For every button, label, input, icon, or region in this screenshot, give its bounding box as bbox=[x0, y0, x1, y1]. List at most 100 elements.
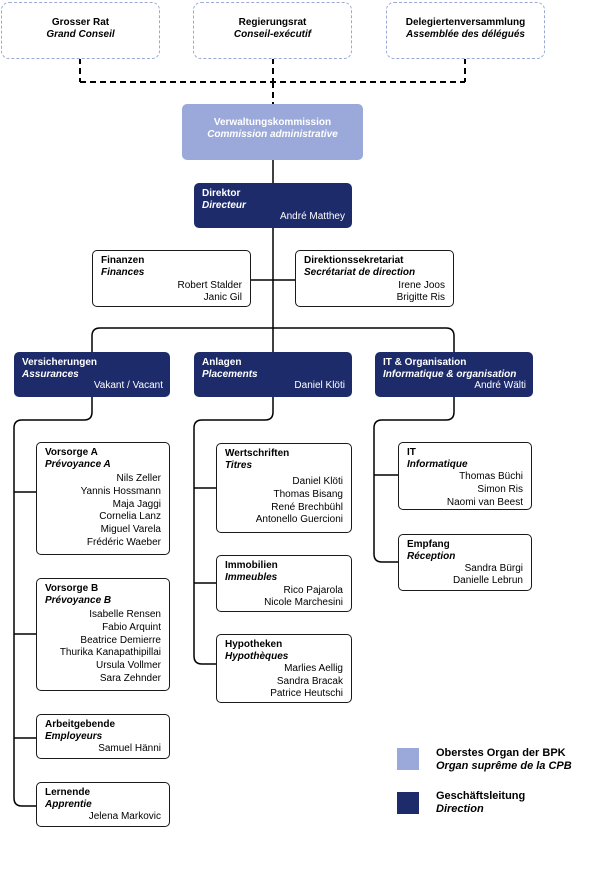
division-subtitle: Assurances bbox=[22, 369, 79, 380]
delegiertenversammlung-subtitle: Assemblée des délégués bbox=[406, 29, 525, 40]
legend-title: Oberstes Organ der BPK bbox=[436, 747, 566, 759]
hypotheken-box: Hypotheken Hypothèques Marlies Aellig Sa… bbox=[216, 634, 352, 703]
division-person: Vakant / Vacant bbox=[93, 380, 163, 391]
arbeitgebende-names: Samuel Hänni bbox=[98, 743, 161, 755]
person-name: Isabelle Rensen bbox=[89, 609, 161, 620]
person-name: Simon Ris bbox=[477, 483, 523, 495]
person-name: Samuel Hänni bbox=[98, 743, 161, 754]
person-name: Janic Gil bbox=[203, 292, 242, 303]
division-subtitle: Informatique & organisation bbox=[383, 369, 517, 380]
person-name: Robert Stalder bbox=[177, 280, 242, 291]
lernende-box: Lernende Apprentie Jelena Markovic bbox=[36, 782, 170, 827]
it-box: IT Informatique Thomas Büchi Simon Ris N… bbox=[398, 442, 532, 510]
commission-box: Verwaltungskommission Commission adminis… bbox=[182, 104, 363, 160]
legend-title: Geschäftsleitung bbox=[436, 790, 526, 802]
finances-subtitle: Finances bbox=[101, 267, 145, 278]
unit-subtitle: Immeubles bbox=[225, 572, 278, 583]
person-name: Nils Zeller bbox=[116, 473, 161, 484]
director-title: Direktor bbox=[202, 188, 241, 199]
unit-subtitle: Employeurs bbox=[45, 731, 103, 742]
regierungsrat-subtitle: Conseil-exécutif bbox=[233, 29, 312, 40]
legend-swatch-dark bbox=[397, 792, 419, 814]
director-person: André Matthey bbox=[279, 211, 345, 222]
unit-title: Immobilien bbox=[225, 560, 278, 571]
grosser-rat-box: Grosser Rat Grand Conseil bbox=[1, 2, 160, 59]
division-title: Versicherungen bbox=[22, 357, 98, 368]
division-title: Anlagen bbox=[202, 357, 242, 368]
secretariat-title: Direktionssekretariat bbox=[304, 255, 404, 266]
unit-title: Arbeitgebende bbox=[45, 719, 116, 730]
commission-subtitle: Commission administrative bbox=[207, 129, 338, 140]
unit-subtitle: Hypothèques bbox=[225, 651, 289, 662]
unit-title: Vorsorge A bbox=[45, 447, 98, 458]
person-name: Patrice Heutschi bbox=[270, 688, 343, 699]
unit-subtitle: Apprentie bbox=[45, 799, 92, 810]
hypotheken-names: Marlies Aellig Sandra Bracak Patrice Heu… bbox=[270, 663, 343, 701]
division-person: Daniel Klöti bbox=[294, 380, 345, 391]
legend-item-oberstes-organ: Oberstes Organ der BPK Organ suprême de … bbox=[436, 747, 572, 773]
vorsorge-a-box: Vorsorge A Prévoyance A Nils Zeller Yann… bbox=[36, 442, 170, 555]
person-name: Thurika Kanapathipillai bbox=[59, 647, 161, 659]
unit-subtitle: Titres bbox=[225, 460, 253, 471]
division-title: IT & Organisation bbox=[383, 357, 467, 368]
person-name: Danielle Lebrun bbox=[452, 575, 523, 586]
secretariat-subtitle: Secrétariat de direction bbox=[304, 267, 416, 278]
person-name: Miguel Varela bbox=[100, 524, 161, 536]
finances-title: Finanzen bbox=[101, 255, 145, 266]
unit-title: Empfang bbox=[407, 539, 450, 550]
person-name: Sara Zehnder bbox=[99, 672, 161, 684]
person-name: René Brechbühl bbox=[271, 501, 343, 513]
legend-subtitle: Direction bbox=[436, 803, 484, 815]
person-name: Thomas Bisang bbox=[273, 488, 343, 500]
commission-title: Verwaltungskommission bbox=[213, 117, 332, 128]
legend-subtitle: Organ suprême de la CPB bbox=[436, 760, 572, 772]
unit-subtitle: Informatique bbox=[407, 459, 468, 470]
it-names: Thomas Büchi Simon Ris Naomi van Beest bbox=[447, 471, 523, 509]
vorsorge-b-box: Vorsorge B Prévoyance B Isabelle Rensen … bbox=[36, 578, 170, 691]
wertschriften-names: Daniel Klöti Thomas Bisang René Brechbüh… bbox=[256, 476, 343, 527]
legend-item-geschaeftsleitung: Geschäftsleitung Direction bbox=[436, 790, 525, 816]
person-name: Antonello Guercioni bbox=[255, 514, 343, 526]
person-name: Naomi van Beest bbox=[446, 496, 523, 508]
person-name: Jelena Markovic bbox=[88, 811, 161, 822]
wertschriften-box: Wertschriften Titres Daniel Klöti Thomas… bbox=[216, 443, 352, 533]
arbeitgebende-box: Arbeitgebende Employeurs Samuel Hänni bbox=[36, 714, 170, 759]
unit-title: Wertschriften bbox=[225, 448, 290, 459]
person-name: Brigitte Ris bbox=[396, 292, 445, 303]
legend-swatch-light bbox=[397, 748, 419, 770]
director-box: Direktor Directeur André Matthey bbox=[194, 183, 352, 228]
person-name: Sandra Bracak bbox=[276, 675, 343, 687]
unit-title: Vorsorge B bbox=[45, 583, 99, 594]
vorsorge-b-names: Isabelle Rensen Fabio Arquint Beatrice D… bbox=[60, 609, 161, 686]
person-name: Yannis Hossmann bbox=[80, 485, 161, 497]
grosser-rat-subtitle: Grand Conseil bbox=[46, 29, 115, 40]
empfang-names: Sandra Bürgi Danielle Lebrun bbox=[453, 563, 523, 587]
division-it-organisation: IT & Organisation Informatique & organis… bbox=[375, 352, 533, 397]
person-name: Thomas Büchi bbox=[459, 471, 523, 482]
person-name: Sandra Bürgi bbox=[464, 563, 523, 574]
person-name: Irene Joos bbox=[398, 280, 445, 291]
lernende-names: Jelena Markovic bbox=[89, 811, 161, 823]
grosser-rat-title: Grosser Rat bbox=[51, 17, 110, 28]
empfang-box: Empfang Réception Sandra Bürgi Danielle … bbox=[398, 534, 532, 591]
person-name: Marlies Aellig bbox=[284, 663, 343, 674]
unit-title: IT bbox=[407, 447, 416, 458]
person-name: Daniel Klöti bbox=[292, 476, 343, 487]
unit-subtitle: Prévoyance B bbox=[45, 595, 112, 606]
immobilien-box: Immobilien Immeubles Rico Pajarola Nicol… bbox=[216, 555, 352, 612]
person-name: Cornelia Lanz bbox=[99, 511, 161, 523]
person-name: Rico Pajarola bbox=[283, 585, 343, 596]
finances-box: Finanzen Finances Robert Stalder Janic G… bbox=[92, 250, 251, 307]
regierungsrat-box: Regierungsrat Conseil-exécutif bbox=[193, 2, 352, 59]
secretariat-box: Direktionssekretariat Secrétariat de dir… bbox=[295, 250, 454, 307]
finances-names: Robert Stalder Janic Gil bbox=[178, 280, 242, 304]
immobilien-names: Rico Pajarola Nicole Marchesini bbox=[264, 585, 343, 609]
director-subtitle: Directeur bbox=[202, 200, 246, 211]
division-person: André Wälti bbox=[474, 380, 526, 391]
unit-title: Hypotheken bbox=[225, 639, 283, 650]
division-anlagen: Anlagen Placements Daniel Klöti bbox=[194, 352, 352, 397]
delegiertenversammlung-box: Delegiertenversammlung Assemblée des dél… bbox=[386, 2, 545, 59]
division-subtitle: Placements bbox=[202, 369, 258, 380]
division-versicherungen: Versicherungen Assurances Vakant / Vacan… bbox=[14, 352, 170, 397]
